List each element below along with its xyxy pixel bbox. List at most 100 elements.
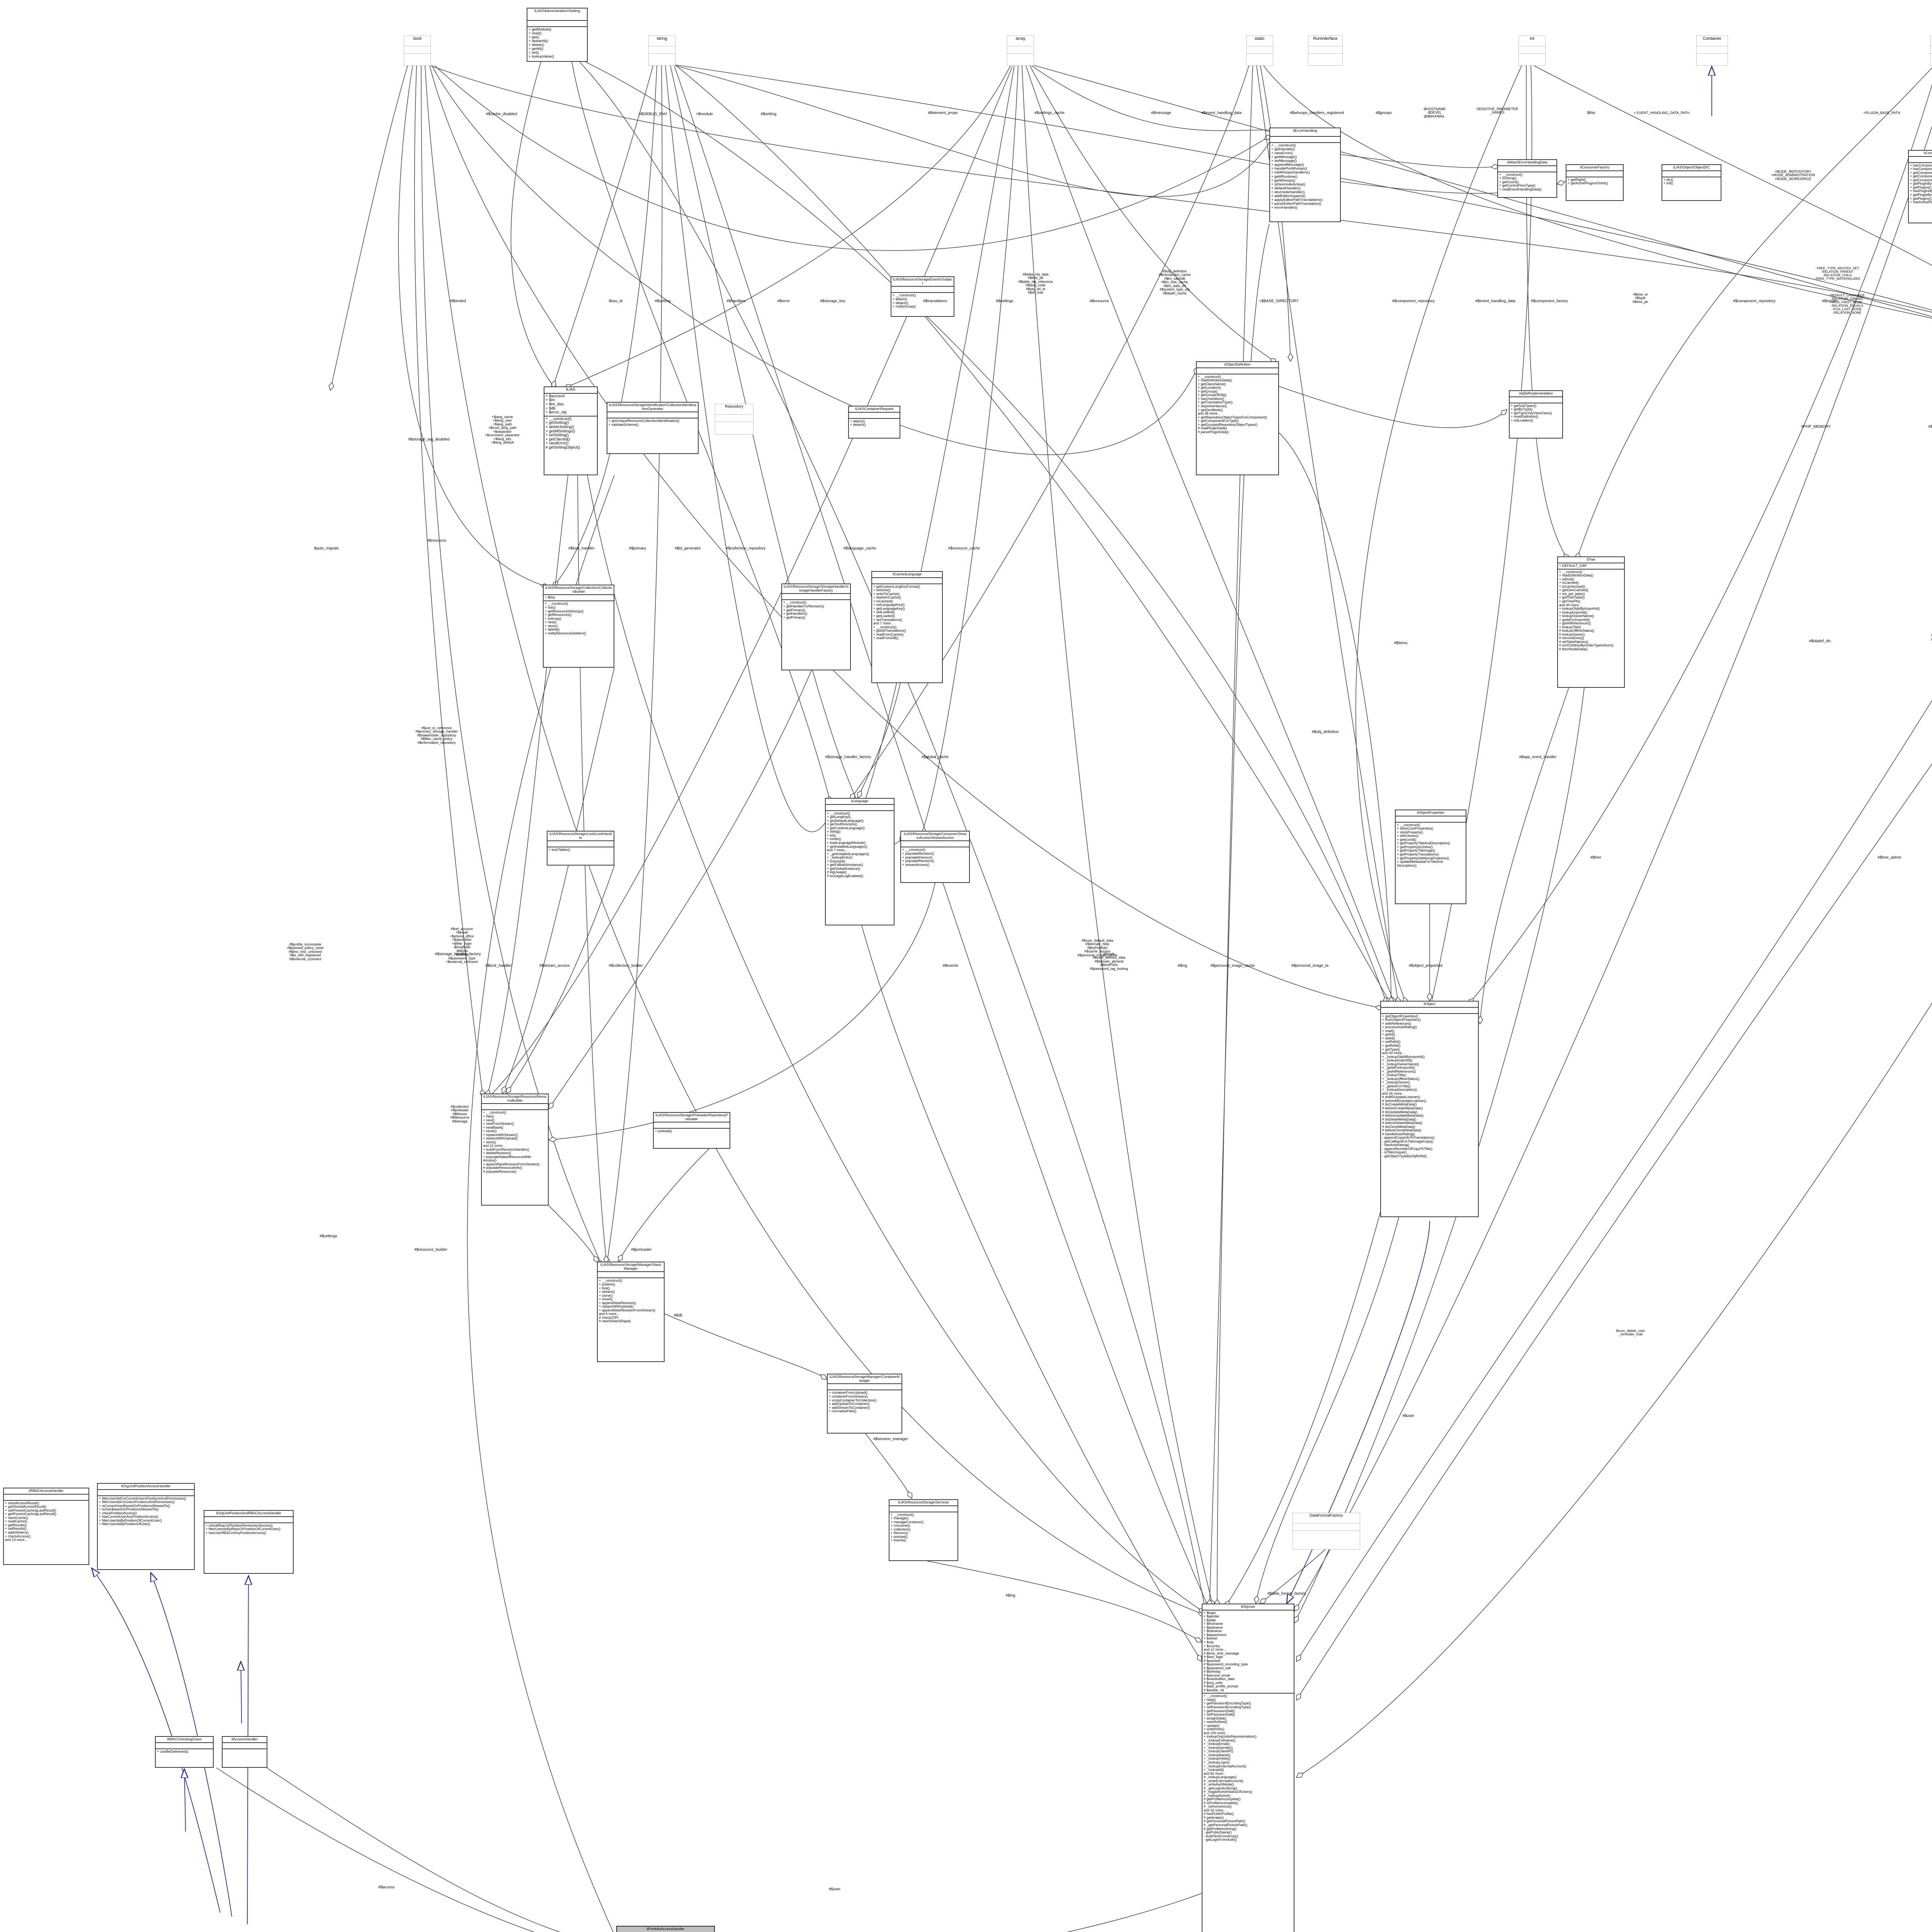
uml-class-node[interactable]: RunInterface xyxy=(1308,36,1343,66)
edge-label: #$user_default_data #$domain_help #$bsPo… xyxy=(1077,939,1117,957)
class-attributes xyxy=(1510,397,1562,403)
class-attributes xyxy=(548,841,614,848)
class-operation: + _lookupLogin() xyxy=(1204,1760,1230,1764)
class-operation: + appendNewRevisionFromStream() xyxy=(483,1162,540,1166)
uml-class-node[interactable]: ilConsumerFactory+ getRight()+ getActive… xyxy=(1566,164,1624,201)
class-attributes xyxy=(607,412,698,419)
class-operation: + getInstalledLanguages() xyxy=(827,844,867,849)
uml-class-node[interactable]: ilAccessHandler xyxy=(222,1736,267,1768)
uml-class-node[interactable]: ILIAS\Object\ObjectDIC+ dic()+ init() xyxy=(1662,164,1721,201)
edge-label: #$ref_account +$email +$phone_office +$d… xyxy=(446,927,478,964)
class-operation: - getCallbackForTileImageCopy() xyxy=(1382,1139,1434,1143)
uml-class-node[interactable]: Repository xyxy=(715,404,753,435)
class-operation: + getPlugins() xyxy=(1910,185,1932,189)
class-attributes xyxy=(849,413,900,419)
class-operation: # getSettingObject() xyxy=(546,445,580,450)
uml-class-node[interactable]: ILIAS\ResourceStorage\Collection\Collect… xyxy=(543,585,614,668)
class-operation: + getAll() xyxy=(529,47,544,51)
uml-class-node[interactable]: ilOrgUnitPositionAccessHandler+ filterUs… xyxy=(97,1483,195,1570)
class-operation: + toString() xyxy=(1499,176,1517,180)
class-attributes xyxy=(1498,166,1556,172)
uml-class-node[interactable]: ilWACCheckingClass+ canBeDelivered() xyxy=(155,1736,214,1768)
class-operation: + _getAllReferences() xyxy=(1382,1069,1416,1073)
class-name: ILIAS\ResourceStorage\Collection\Collect… xyxy=(544,585,614,595)
edge-label: #$collection_repository xyxy=(726,546,766,551)
class-attribute: # $avatar_rid xyxy=(1204,1688,1224,1692)
uml-class-node[interactable]: ILIAS+ $account+ $ini+ $ini_ilias+ $db+ … xyxy=(544,386,598,475)
uml-class-node[interactable]: ILIAS\ResourceStorage\Services+ __constr… xyxy=(889,1499,958,1561)
uml-class-node[interactable]: ilAttachErrorHandlingData+ __construct()… xyxy=(1497,159,1557,198)
uml-class-node[interactable]: static xyxy=(1246,36,1273,66)
uml-class-node[interactable]: ilTree+ DEFAULT_GAP+ __construct()+ read… xyxy=(1557,556,1625,688)
class-operation: + lookupObjIdByImportId() xyxy=(1559,607,1600,611)
edge-label: #$cache_disabled xyxy=(486,112,517,116)
uml-class-node[interactable]: ilCachedLanguage+ getCustomLangKeyFormat… xyxy=(871,571,943,683)
uml-class-node[interactable]: ilObjectProperties+ __construct()+ store… xyxy=(1395,810,1466,904)
edge-label: #$collection #$preloads #$filesize #$fil… xyxy=(450,1105,469,1123)
uml-class-node[interactable]: ILIAS\ResourceStorage\Events\Subject+ __… xyxy=(891,276,954,317)
uml-class-node[interactable]: ILIAS\ResourceStorage\Manager\ContainerM… xyxy=(827,1374,902,1434)
uml-class-node[interactable]: int xyxy=(1519,36,1546,66)
class-operation: + __construct() xyxy=(1204,1694,1227,1698)
class-operation: + _lookupDescription() xyxy=(1382,1088,1417,1092)
class-operation: + store() xyxy=(545,624,558,628)
class-operations: + getModule()+ read()+ get()+ deleteAll(… xyxy=(527,27,587,61)
uml-class-node[interactable]: ILIAS\ResourceStorage\Preloader\Reposito… xyxy=(653,1112,730,1149)
class-operation: + hasPluginId() xyxy=(1910,189,1932,193)
class-attributes xyxy=(1270,137,1340,143)
uml-class-node[interactable]: ilObject+ getObjectProperties()+ flushOb… xyxy=(1380,1001,1479,1217)
uml-class-node[interactable]: ilErrorHandling+ __construct()+ getHandl… xyxy=(1269,128,1341,222)
uml-class-node[interactable]: ILIAS\ResourceStorage\Resource\ResourceB… xyxy=(481,1094,549,1206)
class-operation: + getResults() xyxy=(5,1523,27,1527)
class-attributes xyxy=(1930,46,1932,54)
class-attribute: # $password_salt xyxy=(1204,1666,1231,1670)
class-operation: + _lookupFields() xyxy=(1204,1757,1231,1761)
class-operations: + filterUserIdsForCurrentUsersPositionsA… xyxy=(98,1496,194,1569)
uml-class-node[interactable]: ilRBACAccessHandler+ storeAccessResult()… xyxy=(3,1488,89,1565)
class-attributes xyxy=(1381,1008,1478,1014)
uml-class-node[interactable]: ilLanguage+ __construct()+ getLangKey()+… xyxy=(825,798,895,925)
uml-class-node[interactable]: string xyxy=(648,36,675,66)
uml-class-node[interactable]: ilComponentRepository+ hasComponent()+ h… xyxy=(1908,150,1932,223)
class-name: ILIAS\ResourceStorage\Identification\Col… xyxy=(607,403,698,413)
uml-class-node[interactable]: ILIAS\ResourceStorage\Identification\Col… xyxy=(607,402,699,454)
uml-class-node[interactable]: ILIAS\ResourceStorage\Lock\LockHandler+ … xyxy=(547,831,614,866)
class-operation: + __construct() xyxy=(1198,374,1221,379)
uml-class-node[interactable]: ILIAS\Administration\Setting+ getModule(… xyxy=(527,8,588,62)
class-operation: + setResults() xyxy=(5,1527,27,1531)
class-operations: + __construct()+ publish()+ find()+ stre… xyxy=(598,1278,664,1361)
uml-class-node[interactable]: ilObjUser+ $login+ $gender+ $utitle+ $fi… xyxy=(1202,1604,1294,1932)
uml-class-node[interactable]: ILIAS\Container\Request+ attach()+ detac… xyxy=(848,406,900,439)
edge-label: -$sso_id xyxy=(608,299,622,303)
class-operation: + replaceWithStream() xyxy=(483,1133,518,1137)
class-operation: + raiseError() xyxy=(1271,151,1293,156)
class-operation: + getPrimary() xyxy=(783,615,806,619)
class-attribute: # $last_profile_prompt xyxy=(1204,1684,1238,1689)
class-operations xyxy=(1007,54,1034,65)
uml-class-node[interactable]: DataFormatFactory xyxy=(1293,1513,1360,1549)
uml-class-node[interactable]: ILIAS\ResourceStorage\Manager\StackManag… xyxy=(597,1262,665,1362)
class-operation: + getCount() xyxy=(1499,180,1519,184)
class-name: ilCachedLanguage xyxy=(872,572,942,578)
uml-class-node[interactable]: ilOrgUnitPositionAndRBACAccessHandler+ c… xyxy=(204,1510,294,1574)
uml-class-node[interactable]: const xyxy=(1930,36,1932,66)
uml-class-node[interactable]: array xyxy=(1007,36,1034,66)
uml-class-node[interactable]: ILIAS\ResourceStorage\Consumer\StreamAcc… xyxy=(900,831,970,883)
uml-class-node[interactable]: Container xyxy=(1696,36,1728,66)
class-operation: + _lookupOfflineStatus() xyxy=(1382,1077,1420,1081)
class-operation: + setPreventCachingLastResult() xyxy=(5,1508,56,1512)
uml-class-node[interactable]: ILIAS\ResourceStorage\StorageHandler\Sto… xyxy=(781,583,851,670)
class-operation: + isActive() xyxy=(873,588,891,592)
uml-class-node[interactable]: ilObjectDefinition+ __construct()+ readD… xyxy=(1196,361,1279,475)
class-operation: + getGroupedRepositoryObjectTypes() xyxy=(1198,422,1258,427)
class-operation: # beforeDeleteMetaData() xyxy=(1382,1121,1423,1125)
edge-label: #$tree_id #$type #$tree_pk xyxy=(1632,293,1648,304)
class-attributes: + $login+ $gender+ $utitle+ $firstname+ … xyxy=(1202,1611,1294,1694)
uml-class-node[interactable]: bool xyxy=(404,36,431,66)
uml-class-node[interactable]: objDefImplementation+ getSubTypes()+ get… xyxy=(1509,390,1563,439)
uml-class-node[interactable]: ilPortfolioAccessHandler+ __construct()+… xyxy=(616,1926,715,1932)
class-name: ilObjectDefinition xyxy=(1197,362,1278,368)
edge-label: #$error xyxy=(777,299,790,303)
class-operation: + __construct() xyxy=(545,602,568,606)
edge-label: #$element_props xyxy=(928,111,958,115)
